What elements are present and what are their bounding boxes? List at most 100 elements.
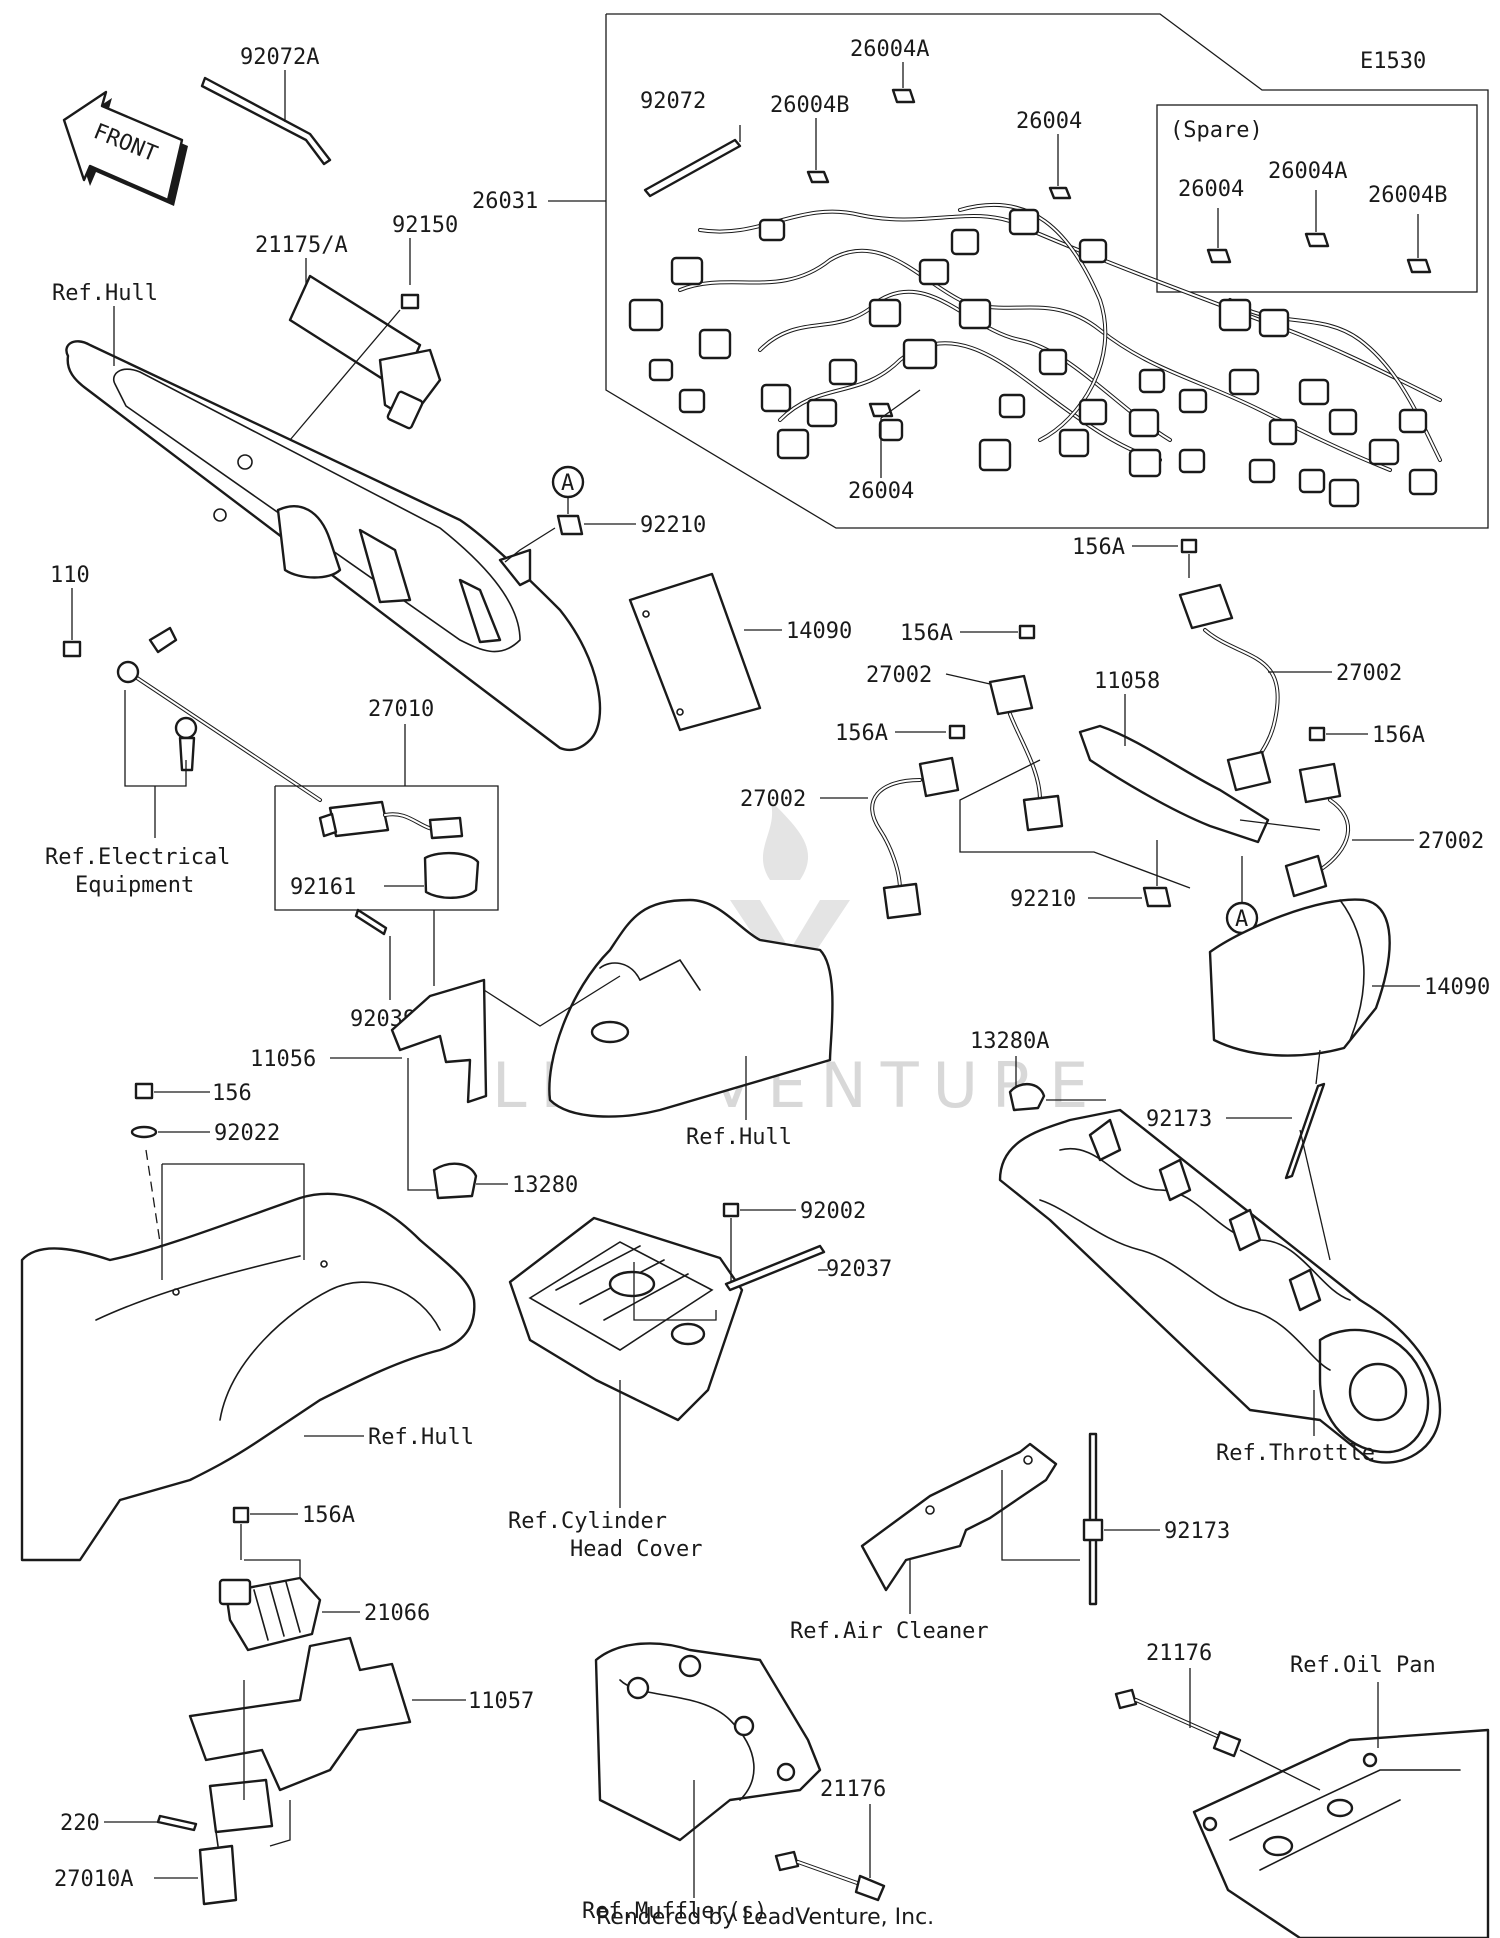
label-156a-3: 156A <box>835 721 888 746</box>
spare-part-26004a: 26004A <box>1268 159 1347 184</box>
relay-boot-92161 <box>423 851 480 899</box>
bolt-icon-156a <box>948 724 966 740</box>
label-26004a-top: 26004A <box>850 37 929 62</box>
bracket-11057 <box>188 1636 412 1792</box>
label-21176-b: 21176 <box>1146 1641 1212 1666</box>
label-14090-b: 14090 <box>1424 975 1490 1000</box>
bolt-icon-156a <box>1308 726 1326 742</box>
cylinder-head-cover <box>508 1216 744 1422</box>
relay-27010 <box>318 800 464 840</box>
ref-hull-label-2: Ref.Hull <box>686 1125 792 1150</box>
label-92150: 92150 <box>392 213 458 238</box>
spare-box-title: (Spare) <box>1170 118 1263 143</box>
muffler-shape <box>594 1642 822 1842</box>
callout-a-mid-text: A <box>1235 907 1248 932</box>
diagram-code: E1530 <box>1360 49 1426 74</box>
nut-92210-mid <box>1142 886 1172 908</box>
label-27002-1: 27002 <box>1336 661 1402 686</box>
bolt-icon-156a <box>1018 624 1036 640</box>
ref-hull-label-3: Ref.Hull <box>368 1425 474 1450</box>
bracket-11058 <box>1078 724 1270 844</box>
fuse-icon <box>1048 186 1072 200</box>
ref-cylinder-label-2: Head Cover <box>570 1537 702 1562</box>
regulator-21066 <box>218 1576 322 1652</box>
bolt-icon-156a <box>1180 538 1198 554</box>
air-cleaner-bracket <box>860 1442 1058 1592</box>
ref-oil-pan-label: Ref.Oil Pan <box>1290 1653 1436 1678</box>
label-92173-b: 92173 <box>1164 1519 1230 1544</box>
screw-220 <box>156 1814 198 1832</box>
washer-92022 <box>130 1125 158 1139</box>
cable-tie-92072a <box>200 76 332 166</box>
spare-part-26004b: 26004B <box>1368 183 1447 208</box>
fuse-icon <box>891 88 916 104</box>
spare-fuse-icon <box>1406 258 1432 274</box>
label-13280: 13280 <box>512 1173 578 1198</box>
ecu-module-21175a <box>288 274 442 430</box>
label-21175a: 21175/A <box>255 233 348 258</box>
label-11056: 11056 <box>250 1047 316 1072</box>
label-156a-2: 156A <box>900 621 953 646</box>
sensor-27002-middle <box>988 674 1064 832</box>
bracket-11056 <box>390 978 488 1104</box>
bolt-icon-156 <box>134 1082 154 1100</box>
label-26004-bottom: 26004 <box>848 479 914 504</box>
harness-frame <box>605 13 1489 529</box>
label-156a-1: 156A <box>1072 535 1125 560</box>
spare-box: (Spare) 26004 26004A 26004B <box>1156 104 1478 293</box>
electrical-cable <box>116 626 322 802</box>
label-92161: 92161 <box>290 875 356 900</box>
strap-92037 <box>724 1244 826 1292</box>
label-26004b-top: 26004B <box>770 93 849 118</box>
spare-fuse-icon <box>1304 232 1330 248</box>
fuse-icon <box>868 402 894 418</box>
hull-lower-shape <box>20 1192 476 1562</box>
label-92072a: 92072A <box>240 45 319 70</box>
fuse-icon <box>806 170 830 184</box>
clamp-13280 <box>432 1162 478 1200</box>
label-27002-2: 27002 <box>866 663 932 688</box>
bolt-icon <box>400 293 420 310</box>
label-13280a: 13280A <box>970 1029 1049 1054</box>
document-bag-14090 <box>628 572 762 732</box>
clip-92039 <box>354 908 388 936</box>
bolt-icon-156a-lower <box>232 1506 250 1524</box>
tie-head-icon <box>1082 1518 1104 1542</box>
hull-center-shape <box>548 898 834 1118</box>
label-110: 110 <box>50 563 90 588</box>
label-26031: 26031 <box>472 189 538 214</box>
label-92037: 92037 <box>826 1257 892 1282</box>
label-92173-a: 92173 <box>1146 1107 1212 1132</box>
ref-hull-label-1: Ref.Hull <box>52 281 158 306</box>
main-wiring-harness <box>628 202 1442 508</box>
label-11057: 11057 <box>468 1689 534 1714</box>
sensor-27002-right <box>1284 762 1350 898</box>
label-92210-mid: 92210 <box>1010 887 1076 912</box>
oil-pan-shape <box>1192 1728 1490 1938</box>
ref-air-cleaner-label: Ref.Air Cleaner <box>790 1619 989 1644</box>
boot-cover-14090 <box>1208 898 1391 1085</box>
sensor-27002-top-right <box>1178 583 1280 792</box>
label-27002-3: 27002 <box>740 787 806 812</box>
spare-part-26004: 26004 <box>1178 177 1244 202</box>
clip-92173-a <box>1284 1082 1326 1180</box>
label-21176-a: 21176 <box>820 1777 886 1802</box>
label-92002: 92002 <box>800 1199 866 1224</box>
cable-tie-92072 <box>643 138 742 198</box>
ref-cylinder-label-1: Ref.Cylinder <box>508 1509 667 1534</box>
ref-muffler-label: Ref.Muffler(s) <box>582 1899 767 1924</box>
label-156: 156 <box>212 1081 252 1106</box>
callout-a-top-text: A <box>561 471 574 496</box>
label-92022: 92022 <box>214 1121 280 1146</box>
ref-electrical-label-2: Equipment <box>75 873 194 898</box>
sensor-21176-lower <box>774 1850 886 1902</box>
ref-electrical-label-1: Ref.Electrical <box>45 845 230 870</box>
sensor-27010a <box>198 1778 274 1906</box>
sensor-21176-right <box>1114 1688 1242 1758</box>
label-220: 220 <box>60 1811 100 1836</box>
label-21066: 21066 <box>364 1601 430 1626</box>
label-92072: 92072 <box>640 89 706 114</box>
front-arrow-icon: FRONT <box>62 90 188 206</box>
bolt-icon-92002 <box>722 1202 740 1218</box>
